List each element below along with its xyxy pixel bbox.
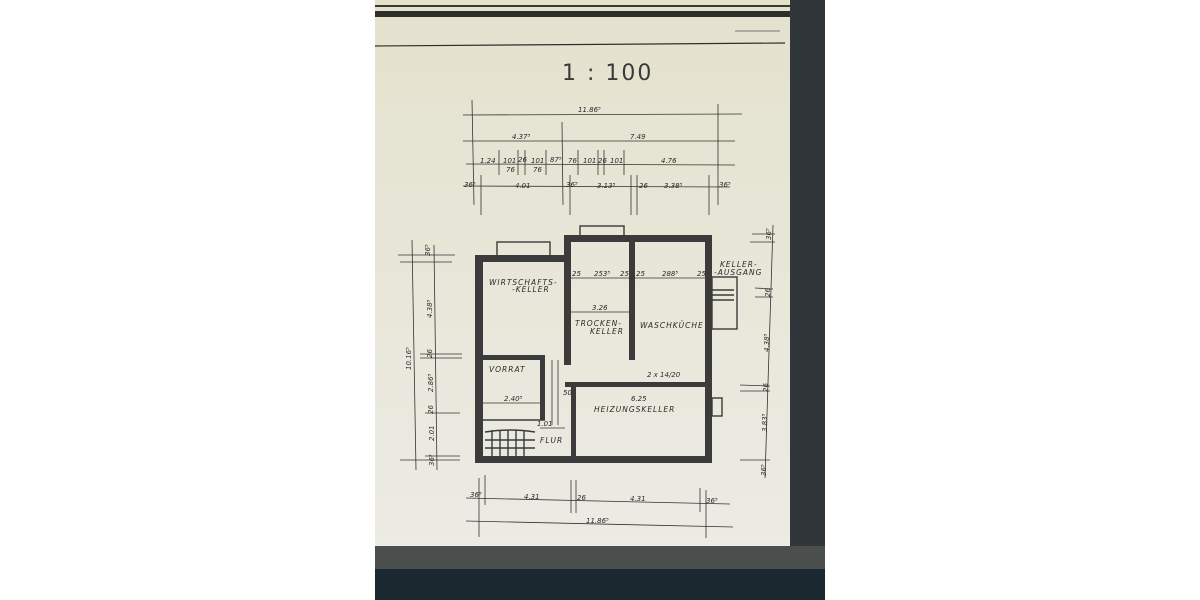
- dim-label: 288⁵: [662, 270, 678, 278]
- dim-label: 26: [427, 405, 435, 414]
- stairs: [484, 429, 536, 456]
- dim-label: 25: [572, 270, 581, 278]
- dim-label: 26: [598, 157, 607, 165]
- room-flur: FLUR: [540, 436, 563, 445]
- dim-label: 1.24: [480, 157, 496, 165]
- dim-top-left: 4.37⁵: [512, 133, 531, 141]
- dim-label: 3.38⁵: [664, 182, 683, 190]
- dim-label: 3.26: [592, 304, 608, 312]
- dim-label: 50: [563, 389, 572, 397]
- dim-label: 76: [568, 157, 577, 165]
- scale-label: 1 : 100: [562, 61, 653, 86]
- dim-label: 101: [583, 157, 596, 165]
- dim-label: 36⁵: [765, 228, 773, 240]
- monitor-bezel-bottom: [375, 546, 825, 569]
- room-heizungskeller: HEIZUNGSKELLER: [594, 405, 675, 414]
- dim-label: 101: [610, 157, 623, 165]
- dim-label: 26: [577, 494, 586, 502]
- dim-label: 4.01: [515, 182, 531, 190]
- dim-label: 26: [426, 349, 434, 358]
- room-trockenkeller-2: KELLER: [590, 327, 624, 336]
- left-dimensions: 36⁵ 4.38⁵ 26 2.86⁵ 26 2.01 36⁵ 10.16⁵: [398, 239, 462, 471]
- bottom-dimensions: 36⁵ 4.31 26 4.31 36⁵ 11.86⁵: [465, 475, 734, 538]
- dim-label: 26: [518, 156, 527, 164]
- dim-label: 4.76: [661, 157, 677, 165]
- dim-total-top: 11.86⁵: [578, 106, 601, 114]
- dim-label: 253⁵: [594, 270, 610, 278]
- dim-label: 25: [697, 270, 706, 278]
- dim-label: 36⁵: [464, 181, 476, 189]
- dim-label: 6.25: [631, 395, 647, 403]
- dim-label: 26: [639, 182, 648, 190]
- dim-label: 36⁵: [719, 181, 731, 189]
- dim-label: 36⁵: [424, 244, 432, 256]
- room-trockenkeller: TROCKEN-: [575, 319, 622, 328]
- screen-edge: [790, 0, 825, 546]
- kellerausgang-label: KELLER-: [720, 260, 758, 269]
- dim-label: 26: [762, 383, 770, 392]
- dim-label: 36⁵: [760, 464, 768, 476]
- dim-total-left: 10.16⁵: [405, 347, 413, 370]
- stairs-label: 2 x 14/20: [647, 371, 681, 379]
- top-bar: [375, 11, 790, 17]
- dim-label: 87⁵: [550, 156, 562, 164]
- dim-label: 1.01: [537, 420, 553, 428]
- dim-label: 3.83⁵: [761, 413, 769, 432]
- dim-label: 36⁵: [470, 491, 482, 499]
- dim-top-right: 7.49: [630, 133, 646, 141]
- top-dimensions: 11.86⁵ 4.37⁵ 7.49 1.24 101 26 101 87⁵ 76…: [462, 99, 743, 215]
- dim-label: 101: [531, 157, 544, 165]
- dim-label: 36⁵: [706, 497, 718, 505]
- dim-label: 25: [636, 270, 645, 278]
- header-line: [374, 42, 786, 47]
- dim-label: 76: [533, 166, 542, 174]
- dim-label: 2.86⁵: [427, 373, 435, 392]
- dim-label: 2.01: [428, 425, 436, 441]
- room-vorrat: VORRAT: [489, 365, 526, 374]
- room-waschkueche: WASCHKÜCHE: [640, 321, 704, 330]
- plan-paper: [375, 0, 791, 546]
- dim-label: 26: [764, 288, 772, 297]
- dim-label: 4.31: [524, 493, 540, 501]
- kellerausgang-label-2: -AUSGANG: [714, 268, 762, 277]
- room-wirtschaftskeller-2: -KELLER: [512, 285, 550, 294]
- top-line: [375, 5, 790, 7]
- dim-label: 2.40⁵: [504, 395, 523, 403]
- dim-total-bottom: 11.86⁵: [586, 517, 609, 525]
- dim-label: 101: [503, 157, 516, 165]
- dim-label: 4.38⁵: [426, 299, 434, 318]
- dim-label: 36⁵: [566, 181, 578, 189]
- dim-label: 4.31: [630, 495, 646, 503]
- dim-label: 25: [620, 270, 629, 278]
- dim-label: 76: [506, 166, 515, 174]
- dim-label: 4.38⁵: [763, 333, 771, 352]
- floor-plan: 25 253⁵ 25 25 288⁵ 25 3.26 2.40⁵ 1.01 6.…: [475, 225, 762, 463]
- right-dimensions: 36⁵ 26 4.38⁵ 26 3.83⁵ 36⁵: [739, 224, 775, 479]
- dim-label: 3.13⁵: [597, 182, 616, 190]
- room-wirtschaftskeller: WIRTSCHAFTS-: [489, 278, 558, 287]
- monitor-base: [375, 569, 825, 600]
- dim-label: 36⁵: [428, 454, 436, 466]
